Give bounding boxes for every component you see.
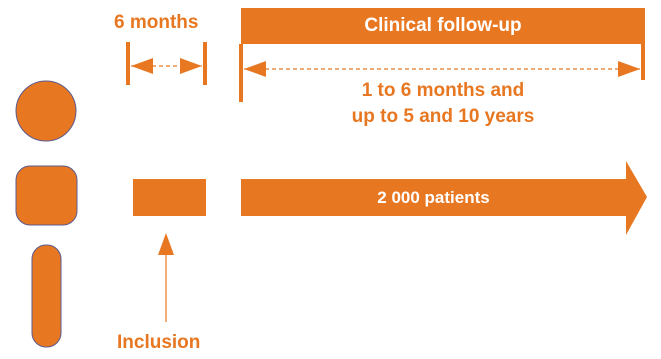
inclusion-label: Inclusion [117,332,201,353]
person-body-shape [15,165,78,226]
period-arrowhead-right [180,58,202,74]
inclusion-period-block [133,179,206,216]
followup-range-line-1: 1 to 6 months and [361,80,525,101]
followup-title: Clinical follow-up [364,15,522,36]
followup-arrowhead-right [618,61,640,77]
period-arrowhead-left [131,58,153,74]
person-head-shape [15,80,77,142]
patients-label: 2 000 patients [377,188,490,207]
period-label: 6 months [114,12,199,33]
patients-block-arrow [241,161,647,235]
person-leg-shape [31,244,62,348]
followup-range-line-2: up to 5 and 10 years [351,106,535,127]
inclusion-pointer-arrowhead [158,233,174,255]
followup-banner [241,8,645,44]
followup-arrowhead-left [244,61,266,77]
